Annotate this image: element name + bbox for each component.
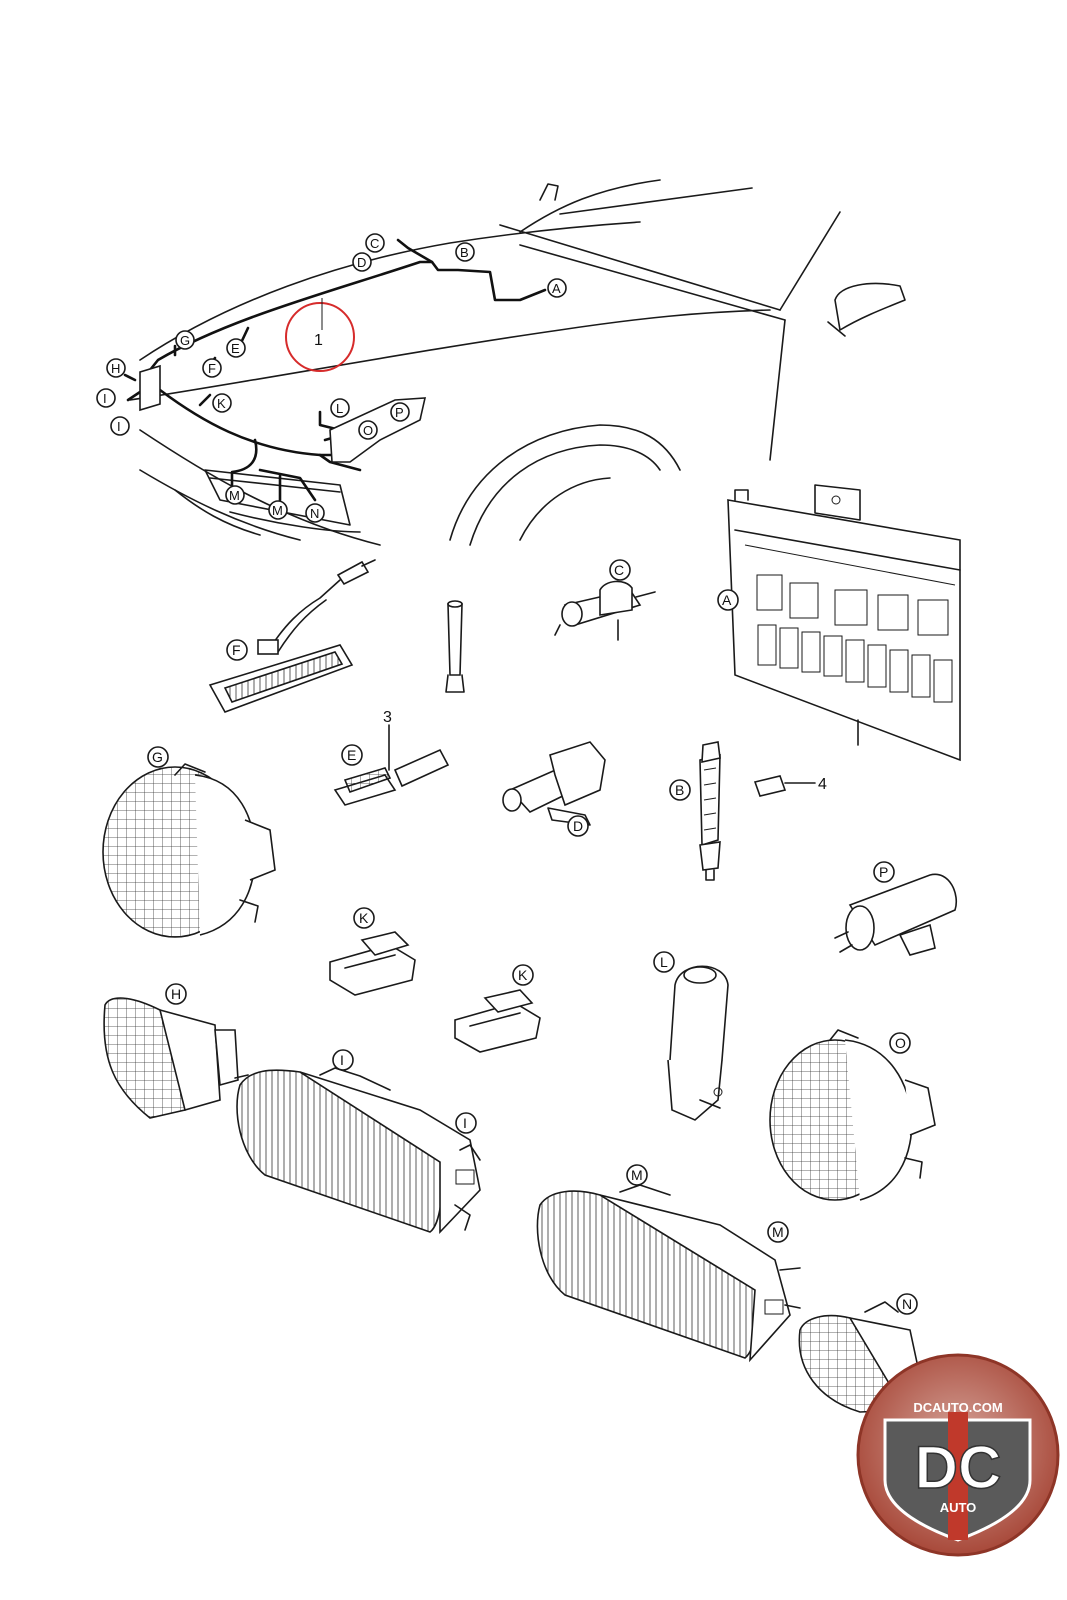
svg-text:H: H xyxy=(171,986,181,1002)
callout-k-2: K xyxy=(512,964,534,986)
svg-text:K: K xyxy=(518,967,528,983)
logo-sub-text: AUTO xyxy=(940,1500,977,1515)
part-c-valve xyxy=(554,580,656,641)
svg-text:F: F xyxy=(232,642,241,658)
svg-text:I: I xyxy=(340,1052,344,1068)
svg-text:O: O xyxy=(363,423,373,438)
logo-site-text: DCAUTO.COM xyxy=(913,1400,1002,1415)
svg-text:I: I xyxy=(103,391,107,406)
part-h-fog-light xyxy=(103,997,249,1119)
callout-a: A xyxy=(717,589,739,611)
part-f-marker-light xyxy=(208,559,376,713)
part-o-headlight xyxy=(769,1029,936,1201)
svg-text:M: M xyxy=(229,488,240,503)
callout-l: L xyxy=(653,951,675,973)
part-4-clip xyxy=(753,775,816,797)
callout-c: C xyxy=(609,559,631,581)
callout-d-top: D xyxy=(352,252,372,272)
fuse-slots xyxy=(756,574,953,703)
part-l-reservoir xyxy=(667,965,729,1121)
part-a-fuse-panel xyxy=(727,484,961,762)
callout-p: P xyxy=(873,861,895,883)
part-k-module-2 xyxy=(454,989,541,1053)
callout-n-top: N xyxy=(305,503,325,523)
callout-i-2: I xyxy=(455,1112,477,1134)
svg-text:B: B xyxy=(675,782,684,798)
svg-text:M: M xyxy=(772,1224,784,1240)
part-number-3: 3 xyxy=(383,709,392,726)
callout-g-top: G xyxy=(175,330,195,350)
callout-e: E xyxy=(341,744,363,766)
svg-text:F: F xyxy=(208,361,216,376)
callout-g: G xyxy=(147,746,169,768)
callout-f: F xyxy=(226,639,248,661)
svg-text:C: C xyxy=(614,562,624,578)
svg-text:A: A xyxy=(722,592,732,608)
part-k-module-1 xyxy=(329,931,416,996)
svg-text:E: E xyxy=(231,341,240,356)
callout-b: B xyxy=(669,779,691,801)
svg-text:N: N xyxy=(902,1296,912,1312)
callout-a-top: A xyxy=(547,278,567,298)
callout-c-top: C xyxy=(365,233,385,253)
callout-b-top: B xyxy=(455,242,475,262)
callout-o: O xyxy=(889,1032,911,1054)
svg-text:A: A xyxy=(552,281,561,296)
svg-text:L: L xyxy=(336,401,343,416)
callout-f-top: F xyxy=(202,358,222,378)
bulb-socket xyxy=(445,600,465,693)
part-p-coil xyxy=(834,873,957,956)
logo-mark-text: DC xyxy=(915,1434,1002,1501)
svg-text:G: G xyxy=(152,749,163,765)
svg-text:D: D xyxy=(357,255,366,270)
callout-h: H xyxy=(165,983,187,1005)
svg-text:G: G xyxy=(180,333,190,348)
svg-text:L: L xyxy=(660,954,668,970)
svg-text:M: M xyxy=(631,1167,643,1183)
part-d-actuator xyxy=(502,741,606,826)
callout-i-1: I xyxy=(332,1049,354,1071)
svg-text:K: K xyxy=(217,396,226,411)
callout-m-2: M xyxy=(767,1221,789,1243)
part-number-4: 4 xyxy=(818,776,827,793)
svg-text:D: D xyxy=(573,818,583,834)
svg-text:H: H xyxy=(111,361,120,376)
svg-text:O: O xyxy=(895,1035,906,1051)
car-callouts: C D B A G E F H I I K L P O M M N xyxy=(96,233,567,523)
callout-i-top-1: I xyxy=(96,388,116,408)
callout-n: N xyxy=(896,1293,918,1315)
svg-text:I: I xyxy=(463,1115,467,1131)
callout-m-top-2: M xyxy=(268,500,288,520)
callout-d: D xyxy=(567,815,589,837)
svg-text:M: M xyxy=(272,503,283,518)
callout-h-top: H xyxy=(106,358,126,378)
callout-e-top: E xyxy=(226,338,246,358)
svg-text:E: E xyxy=(347,747,356,763)
part-m-headlamp xyxy=(536,1184,801,1363)
part-i-headlamp xyxy=(236,1067,481,1234)
svg-text:I: I xyxy=(117,419,121,434)
svg-text:N: N xyxy=(310,506,319,521)
svg-text:P: P xyxy=(395,405,404,420)
callout-m-top-1: M xyxy=(225,485,245,505)
svg-text:C: C xyxy=(370,236,379,251)
svg-text:K: K xyxy=(359,910,369,926)
callout-k-1: K xyxy=(353,907,375,929)
callout-l-top: L xyxy=(330,398,350,418)
highlight-circle xyxy=(285,302,355,372)
part-number-1: 1 xyxy=(314,332,323,349)
part-b-sensor xyxy=(699,741,721,881)
callout-i-top-2: I xyxy=(110,416,130,436)
svg-text:B: B xyxy=(460,245,469,260)
callout-m-1: M xyxy=(626,1164,648,1186)
callout-k-top: K xyxy=(212,393,232,413)
callout-o-top: O xyxy=(358,420,378,440)
part-e-connector xyxy=(333,724,450,806)
car-body xyxy=(129,179,906,546)
callout-p-top: P xyxy=(390,402,410,422)
svg-text:P: P xyxy=(879,864,888,880)
part-g-headlight xyxy=(102,763,276,938)
dcauto-logo: DCAUTO.COM DC AUTO xyxy=(856,1353,1060,1557)
